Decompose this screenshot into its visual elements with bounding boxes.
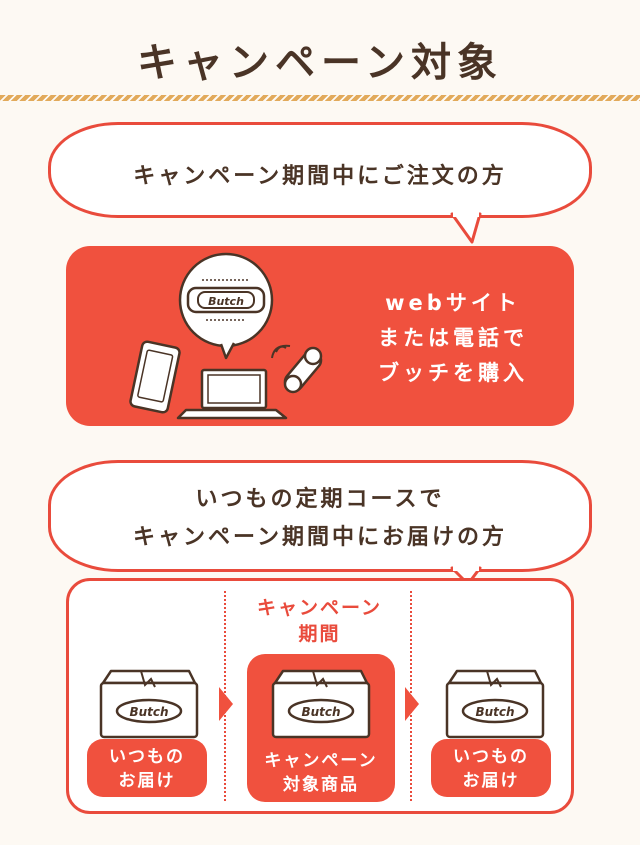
delivery-box-icon: Butch — [99, 669, 199, 739]
arrow-right-icon — [219, 687, 233, 721]
delivery-label-1: いつもの お届け — [87, 739, 207, 797]
devices-illustration: Butch — [129, 252, 323, 420]
delivery-2-line-1: キャンペーン — [264, 751, 378, 771]
channel-line-2: または電話で — [378, 326, 528, 350]
product-thought-bubble-icon: Butch — [178, 252, 274, 360]
channel-line-1: webサイト — [385, 291, 521, 315]
arrow-right-icon — [405, 687, 419, 721]
delivery-2-line-2: 対象商品 — [283, 775, 359, 795]
delivery-3-line-1: いつもの — [453, 747, 529, 767]
svg-text:Butch: Butch — [208, 295, 244, 308]
box-logo: Butch — [475, 705, 514, 719]
campaign-period-line-1: キャンペーン — [256, 597, 383, 619]
subscription-bubble-line-1: いつもの定期コースで — [195, 487, 445, 512]
box-logo: Butch — [301, 705, 340, 719]
subscription-speech-bubble: いつもの定期コースで キャンペーン期間中にお届けの方 — [48, 460, 592, 572]
telephone-icon — [271, 344, 323, 394]
delivery-3-line-2: お届け — [462, 771, 520, 791]
rope-divider — [0, 95, 640, 101]
page-title: キャンペーン対象 — [137, 40, 503, 86]
purchase-channel-text: webサイト または電話で ブッチを購入 — [348, 286, 558, 391]
box-logo: Butch — [129, 705, 168, 719]
delivery-timeline-panel: キャンペーン 期間 Butch いつもの お届け Butch キャンペーン 対象… — [66, 578, 574, 814]
order-speech-bubble: キャンペーン期間中にご注文の方 — [48, 122, 592, 218]
delivery-1-line-2: お届け — [118, 771, 176, 791]
purchase-channel-panel: Butch webサイト または電話で ブッチを購入 — [66, 246, 574, 426]
delivery-1-line-1: いつもの — [109, 747, 185, 767]
order-bubble-text: キャンペーン期間中にご注文の方 — [133, 164, 507, 189]
laptop-icon — [176, 368, 288, 420]
campaign-period-line-2: 期間 — [298, 623, 341, 645]
page-header: キャンペーン対象 — [0, 0, 640, 100]
smartphone-icon — [129, 340, 181, 414]
delivery-box-icon: Butch — [445, 669, 545, 739]
delivery-box-icon: Butch — [271, 669, 371, 739]
channel-line-3: ブッチを購入 — [378, 361, 528, 385]
bubble-tail-icon — [450, 566, 482, 586]
bubble-tail-icon — [450, 212, 482, 244]
subscription-bubble-line-2: キャンペーン期間中にお届けの方 — [133, 525, 507, 550]
delivery-label-3: いつもの お届け — [431, 739, 551, 797]
campaign-period-label: キャンペーン 期間 — [227, 595, 412, 647]
